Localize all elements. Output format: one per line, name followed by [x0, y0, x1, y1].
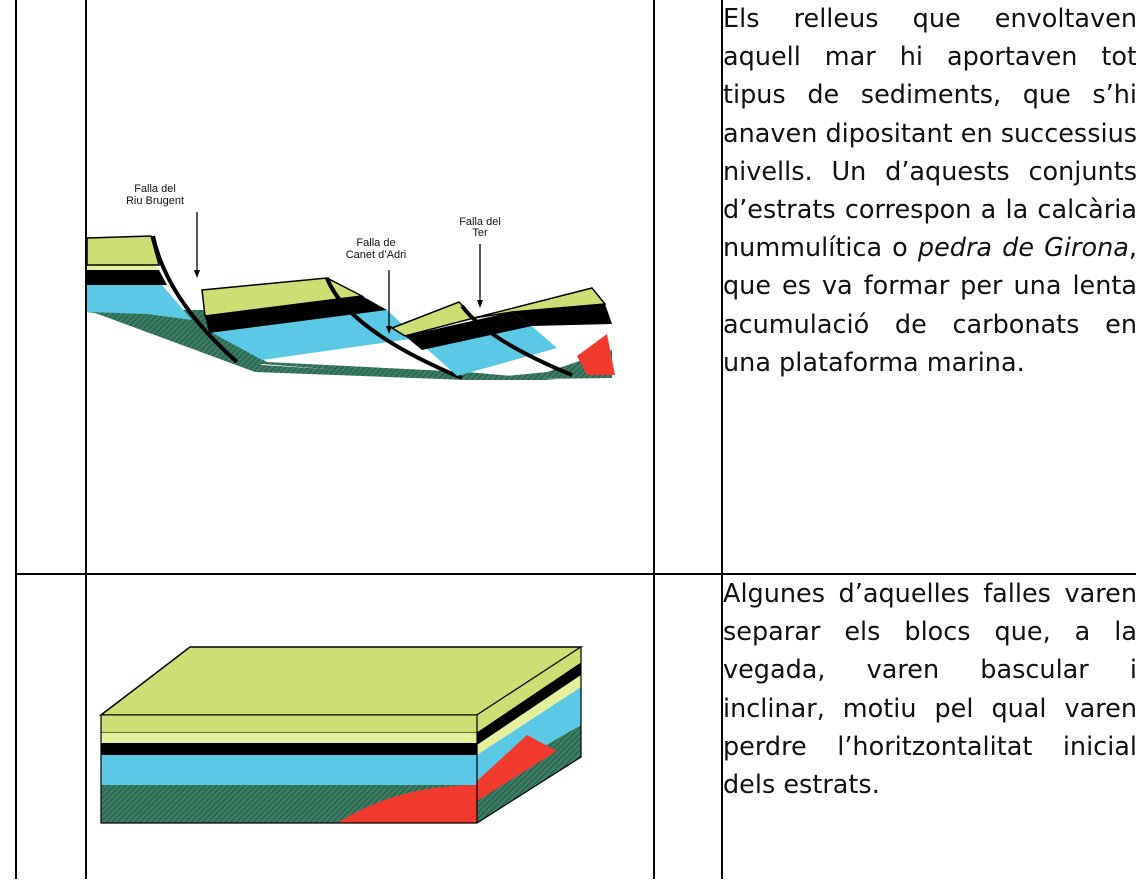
fault-label: Falla del — [459, 216, 501, 228]
empty-cell — [15, 0, 87, 575]
emphasis-text: pedra de Girona — [917, 233, 1129, 264]
side-green-light — [477, 675, 581, 755]
arrow-head — [194, 270, 200, 278]
empty-cell — [653, 0, 723, 575]
block2-green — [201, 277, 365, 317]
side-red — [477, 735, 557, 801]
fault-label: Falla del — [134, 183, 176, 195]
fault-label: Riu Brugent — [126, 195, 184, 207]
block3-black — [405, 312, 532, 350]
block4-black — [512, 304, 612, 326]
description-paragraph: Algunes d’aquelles falles varen separar … — [723, 579, 1136, 801]
block1-green — [87, 235, 160, 266]
fault-blocks-diagram: Falla del Riu Brugent Falla de Canet d’A… — [87, 183, 615, 380]
arrow-head — [386, 326, 392, 334]
side-black — [477, 663, 581, 745]
block1-black — [87, 270, 167, 285]
front-blue — [101, 755, 477, 785]
fault-line — [151, 235, 239, 364]
block2-black — [205, 296, 387, 333]
front-green-light — [101, 733, 477, 743]
table-row: Falla del Riu Brugent Falla de Canet d’A… — [15, 0, 1136, 575]
table-row: Algunes d’aquelles falles varen separar … — [15, 573, 1136, 879]
fault-line — [325, 277, 463, 380]
fault-diagram-cell: Falla del Riu Brugent Falla de Canet d’A… — [85, 0, 655, 575]
strata-block-diagram — [98, 646, 584, 824]
fault-label: Falla de — [356, 237, 395, 249]
arrow-head — [477, 300, 483, 308]
front-green — [100, 714, 478, 734]
block1-green — [87, 265, 159, 270]
empty-cell — [653, 573, 723, 879]
fault-line — [460, 304, 573, 377]
fault-label: Ter — [472, 227, 488, 239]
block-diagram-cell — [85, 573, 655, 879]
content-table: Falla del Riu Brugent Falla de Canet d’A… — [15, 0, 1136, 879]
block1-blue — [87, 285, 192, 320]
front-black — [101, 743, 477, 755]
description-cell: Els relleus que envoltaven aquell mar hi… — [721, 0, 1136, 575]
fault-label: Canet d’Adri — [346, 249, 407, 261]
basement-layer — [87, 310, 467, 380]
description-paragraph: Els relleus que envoltaven aquell mar hi… — [723, 4, 1136, 378]
front-red — [337, 785, 477, 823]
red-layer — [577, 334, 615, 375]
description-cell: Algunes d’aquelles falles varen separar … — [721, 573, 1136, 879]
side-dark — [477, 725, 581, 823]
empty-cell — [15, 573, 87, 879]
